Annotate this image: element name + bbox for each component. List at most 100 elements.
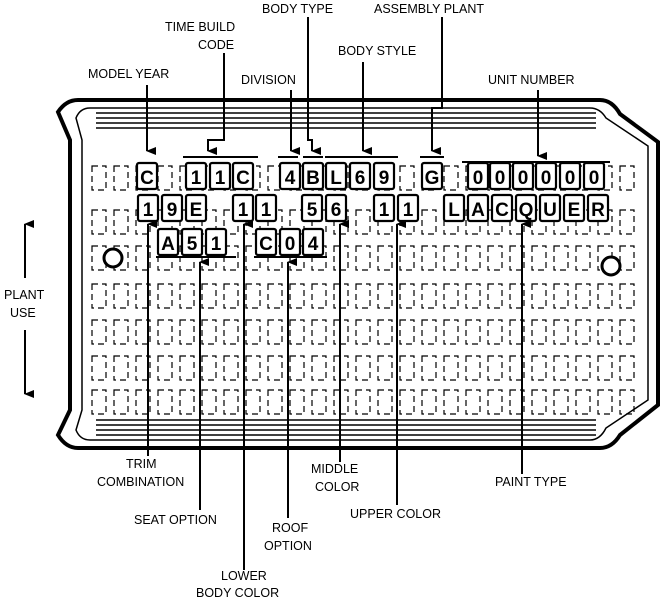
grid-cell <box>355 319 371 345</box>
grid-cell <box>223 355 239 381</box>
plate-outline <box>55 98 660 450</box>
body-style-char: L <box>324 161 348 191</box>
grid-cell <box>465 355 481 381</box>
grid-cell <box>619 283 635 309</box>
grid-cell <box>267 355 283 381</box>
time-build-code-char-text: 1 <box>215 168 226 189</box>
grid-cell <box>421 389 437 415</box>
paint-type-char: Q <box>514 193 538 223</box>
callout-arrows <box>24 17 547 570</box>
plate-bottom-stripes <box>96 419 596 436</box>
label-division: DIVISION <box>241 73 296 87</box>
grid-cell <box>399 319 415 345</box>
unit-number-char-text: 0 <box>589 168 600 189</box>
roof-option-char-text: 4 <box>308 234 319 255</box>
unit-number-char: 0 <box>582 161 606 191</box>
grid-cell <box>531 355 547 381</box>
grid-cell <box>575 319 591 345</box>
paint-type-char-text: U <box>543 200 557 221</box>
grid-cell <box>575 283 591 309</box>
grid-cell <box>355 283 371 309</box>
trim-combination-char-text: E <box>190 200 203 221</box>
upper-color-char: 1 <box>396 193 420 223</box>
unit-number-char: 0 <box>558 161 582 191</box>
grid-cell <box>399 355 415 381</box>
body-style-char: 9 <box>372 161 396 191</box>
unit-number-char-text: 0 <box>473 168 484 189</box>
unit-number-char: 0 <box>488 161 512 191</box>
trim-combination-char: 9 <box>160 193 184 223</box>
grid-cell <box>575 245 591 271</box>
paint-type-char: R <box>586 193 610 223</box>
label-middle-color-line2: COLOR <box>315 480 359 494</box>
body-type-char: B <box>301 161 325 191</box>
time-build-code-char-text: 1 <box>191 168 202 189</box>
grid-cell <box>91 209 107 235</box>
body-type-char-text: B <box>306 168 320 189</box>
assembly-plant-char-text: G <box>425 168 440 189</box>
label-roof-option-line1: ROOF <box>272 521 308 535</box>
grid-cell <box>201 355 217 381</box>
body-style-char-text: 6 <box>355 168 366 189</box>
unit-number-char: 0 <box>466 161 490 191</box>
label-assembly-plant: ASSEMBLY PLANT <box>374 2 484 16</box>
grid-cell <box>421 209 437 235</box>
paint-type-char: A <box>466 193 490 223</box>
roof-option-char: 4 <box>301 227 325 257</box>
grid-cell <box>245 355 261 381</box>
right-mounting-hole <box>600 255 622 277</box>
grid-cell <box>289 283 305 309</box>
unit-number-char-text: 0 <box>495 168 506 189</box>
grid-cell <box>289 355 305 381</box>
model-year-char-text: C <box>140 168 154 189</box>
grid-cell <box>91 165 107 191</box>
grid-cell <box>179 283 195 309</box>
grid-cell <box>487 319 503 345</box>
grid-cell <box>245 389 261 415</box>
body-style-char-text: 9 <box>379 168 390 189</box>
grid-cell <box>531 319 547 345</box>
grid-cell <box>223 283 239 309</box>
grid-cell <box>91 389 107 415</box>
grid-cell <box>355 355 371 381</box>
grid-cell <box>113 355 129 381</box>
seat-option-char: 1 <box>204 227 228 257</box>
grid-cell <box>355 209 371 235</box>
trim-combination-char: E <box>184 193 208 223</box>
middle-color-char-text: 5 <box>307 200 318 221</box>
grid-cell <box>113 389 129 415</box>
grid-cell <box>355 389 371 415</box>
seat-option-char-text: 5 <box>187 234 198 255</box>
grid-cell <box>135 389 151 415</box>
label-roof-option-line2: OPTION <box>264 539 312 553</box>
grid-cell <box>399 245 415 271</box>
seat-option-char-text: 1 <box>211 234 222 255</box>
label-model-year: MODEL YEAR <box>88 67 169 81</box>
grid-cell <box>421 319 437 345</box>
paint-type-char: L <box>442 193 466 223</box>
grid-cell <box>619 245 635 271</box>
grid-cell <box>509 245 525 271</box>
label-time-build-code-line1: TIME BUILD <box>165 20 235 34</box>
body-style-char-text: L <box>330 168 342 189</box>
paint-type-char-text: R <box>591 200 605 221</box>
grid-cell <box>377 389 393 415</box>
grid-cell <box>553 389 569 415</box>
grid-cell <box>531 389 547 415</box>
lower-body-color-char: 1 <box>231 193 255 223</box>
arrow-body-type <box>307 17 321 155</box>
grid-cell <box>113 165 129 191</box>
roof-option-char: C <box>254 227 278 257</box>
arrow-time-build-code <box>207 53 225 155</box>
grid-cell <box>201 283 217 309</box>
label-lower-body-color-line2: BODY COLOR <box>196 586 279 600</box>
grid-cell <box>553 319 569 345</box>
grid-cell <box>421 283 437 309</box>
grid-cell <box>619 165 635 191</box>
grid-cell <box>509 319 525 345</box>
roof-option-char: 0 <box>278 227 302 257</box>
grid-cell <box>487 283 503 309</box>
grid-cell <box>443 245 459 271</box>
